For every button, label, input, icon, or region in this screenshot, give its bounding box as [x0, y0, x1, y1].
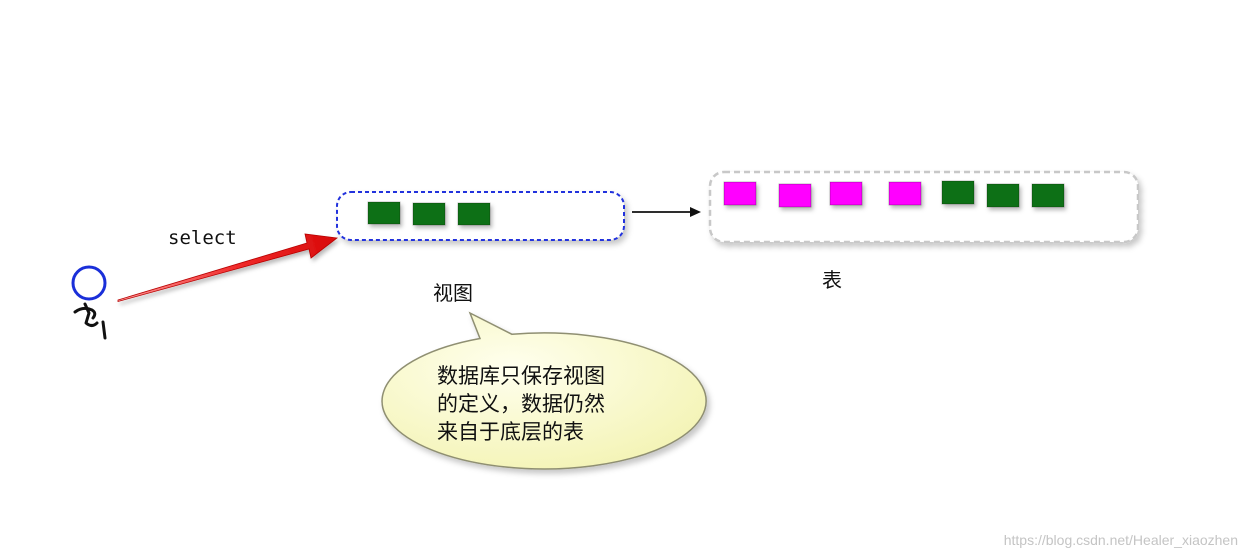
table-container [708, 170, 1140, 244]
table-block [1031, 183, 1065, 208]
callout-line: 数据库只保存视图 [437, 364, 605, 388]
table-block [986, 183, 1020, 208]
table-block [941, 180, 975, 205]
callout-bubble [381, 311, 707, 470]
callout-line: 的定义，数据仍然 [437, 392, 605, 416]
view-block [412, 202, 446, 226]
user-head [71, 265, 107, 301]
view-block [457, 202, 491, 226]
user-body [73, 302, 107, 340]
view-label: 视图 [433, 281, 473, 305]
callout: 数据库只保存视图 的定义，数据仍然 来自于底层的表 [381, 311, 707, 470]
table-block [723, 181, 757, 206]
watermark: https://blog.csdn.net/Healer_xiaozhen [1004, 532, 1238, 548]
table-block [778, 183, 812, 208]
table-label: 表 [822, 268, 842, 292]
select-arrow [117, 233, 339, 303]
view-container [336, 191, 625, 241]
table-box [708, 170, 1140, 244]
view-block [367, 201, 401, 225]
table-block [829, 181, 863, 206]
view-to-table-arrow [632, 207, 701, 217]
select-label: select [168, 227, 237, 249]
table-block [888, 181, 922, 206]
callout-line: 来自于底层的表 [437, 420, 584, 444]
stick-figure-icon [71, 265, 107, 340]
